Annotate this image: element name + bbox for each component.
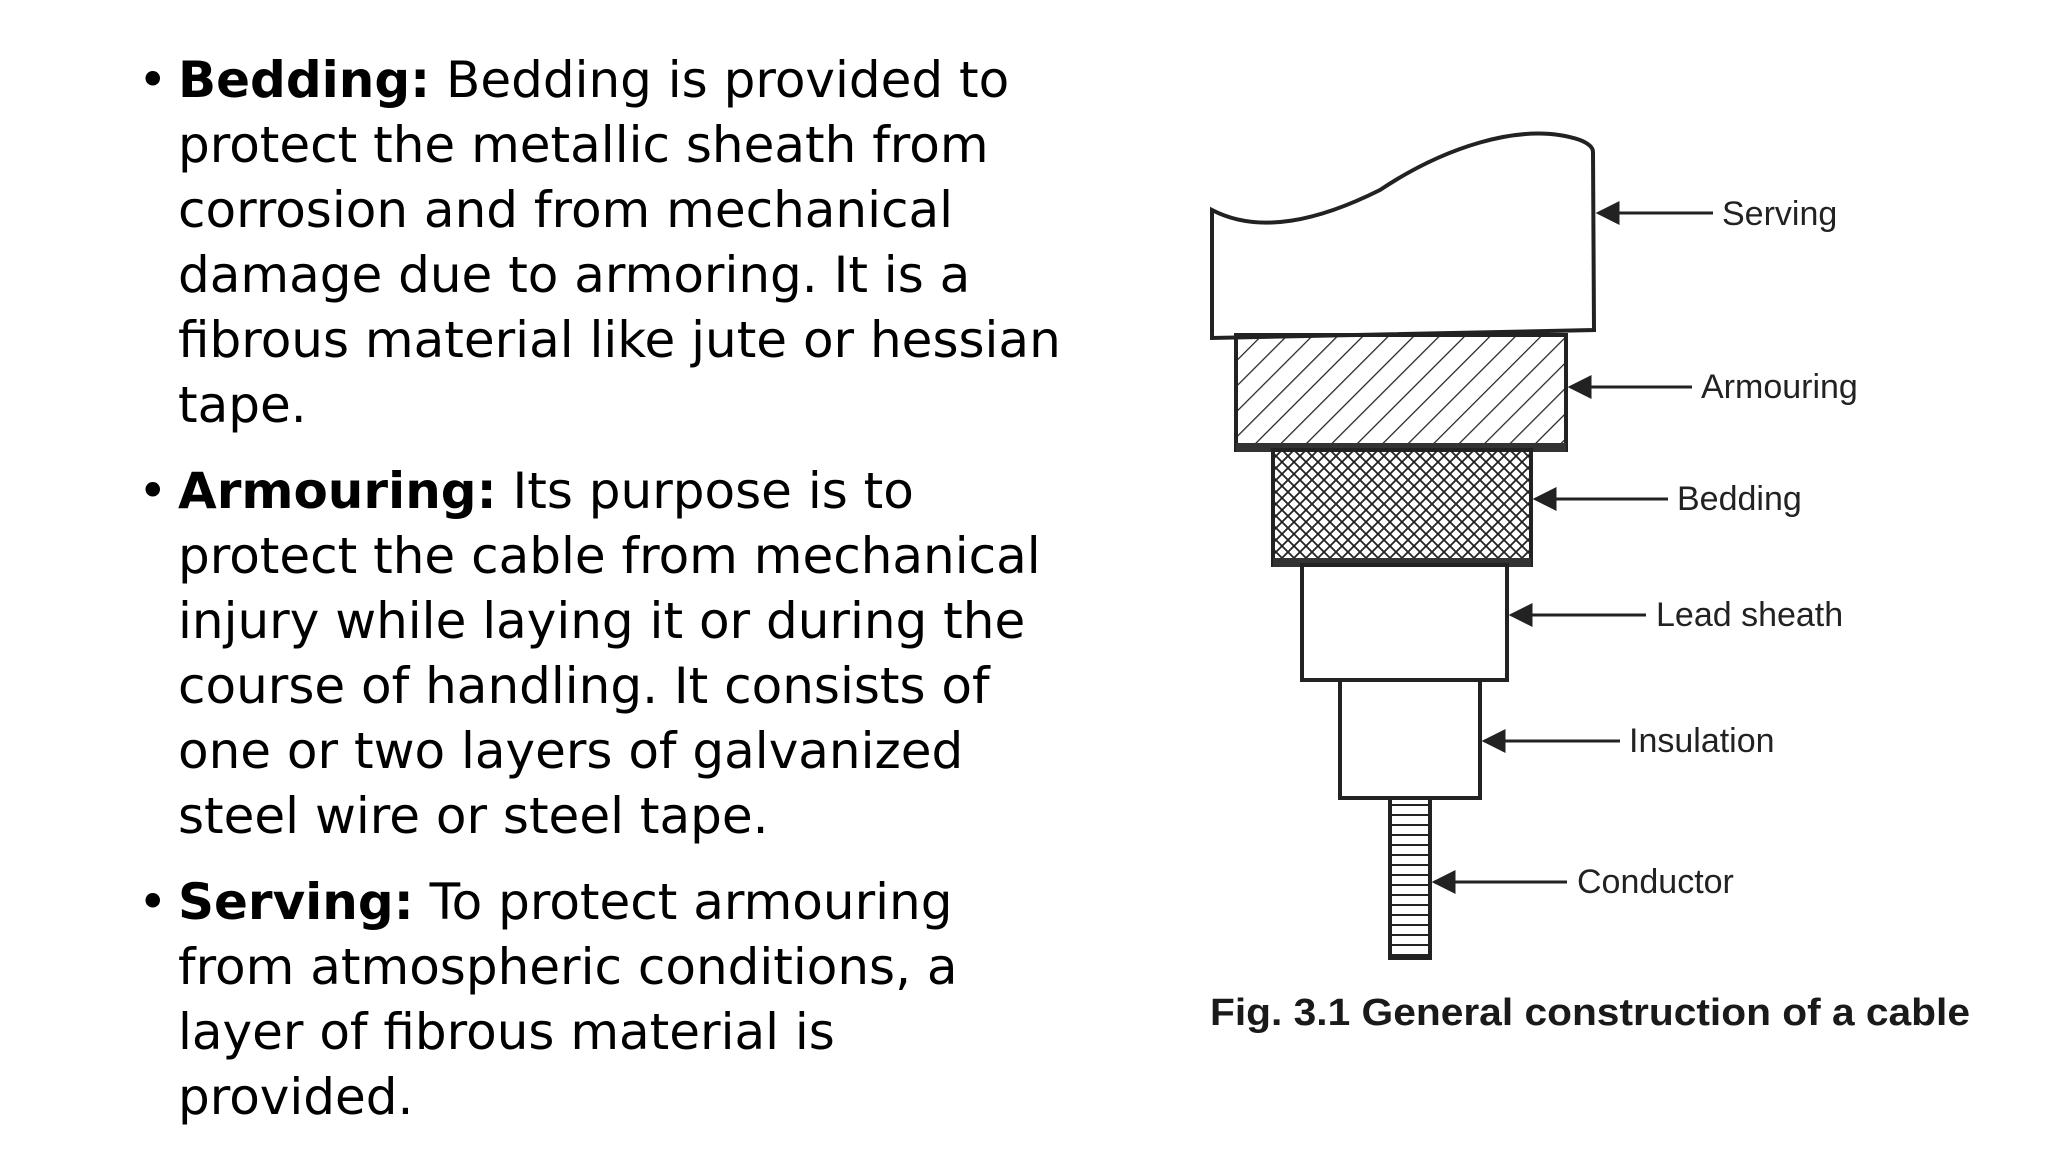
bullet-term: Bedding: bbox=[178, 51, 431, 109]
bullet-dot: • bbox=[138, 873, 168, 931]
bullet-serving: • Serving: To protect armouring from atm… bbox=[138, 870, 1078, 1130]
bullet-armouring: • Armouring: Its purpose is to protect t… bbox=[138, 459, 1078, 849]
armouring-layer bbox=[1234, 333, 1568, 452]
conductor-core bbox=[1388, 796, 1432, 960]
bedding-layer bbox=[1271, 448, 1533, 567]
insulation-layer bbox=[1338, 678, 1482, 800]
bedding-edge bbox=[1273, 558, 1531, 567]
label-bedding: Bedding bbox=[1677, 480, 1802, 518]
bullet-list: • Bedding: Bedding is provided to protec… bbox=[138, 48, 1078, 1130]
bullet-bedding: • Bedding: Bedding is provided to protec… bbox=[138, 48, 1078, 438]
serving-layer bbox=[1210, 131, 1597, 341]
bullet-dot: • bbox=[138, 51, 168, 109]
bullet-dot: • bbox=[138, 462, 168, 520]
bullet-text: To protect armouring from atmospheric co… bbox=[178, 873, 958, 1126]
bullet-term: Serving: bbox=[178, 873, 414, 931]
label-conductor: Conductor bbox=[1577, 863, 1734, 901]
bullet-term: Armouring: bbox=[178, 462, 497, 520]
lead-sheath-layer bbox=[1300, 563, 1509, 682]
bullet-text: Bedding is provided to protect the metal… bbox=[178, 51, 1061, 434]
figure-caption: Fig. 3.1 General construction of a cable bbox=[1210, 992, 1970, 1034]
armouring-edge bbox=[1236, 443, 1566, 452]
cable-construction-figure: Serving Armouring Bedding Lead sheath In… bbox=[1180, 60, 1980, 1060]
label-serving: Serving bbox=[1722, 195, 1837, 233]
label-insulation: Insulation bbox=[1629, 722, 1775, 760]
label-armouring: Armouring bbox=[1701, 368, 1858, 406]
text-column: • Bedding: Bedding is provided to protec… bbox=[138, 48, 1078, 1151]
cable-diagram: Serving Armouring Bedding Lead sheath In… bbox=[1210, 131, 1970, 1034]
bullet-text: Its purpose is to protect the cable from… bbox=[178, 462, 1041, 845]
label-lead-sheath: Lead sheath bbox=[1656, 596, 1843, 634]
